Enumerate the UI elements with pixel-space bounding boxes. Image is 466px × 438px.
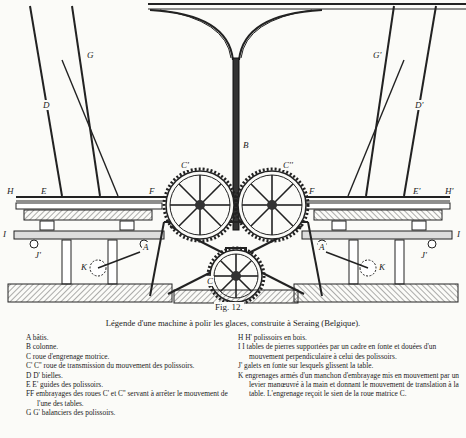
callout-letter: J': [34, 250, 42, 260]
right-assembly: [294, 6, 458, 302]
machine-part: [160, 10, 231, 58]
spoked-wheel: [236, 169, 308, 241]
callout-letter: G: [86, 50, 95, 60]
machine-part: [231, 271, 241, 281]
callout-letter: G': [372, 50, 382, 60]
callout-letter: C'': [282, 160, 294, 170]
callout-letter: H': [444, 186, 454, 196]
legend-entry: I I tables de pierres supportées par un …: [238, 342, 460, 361]
machine-part: [148, 3, 466, 5]
legend-entry: C roue d'engrenage motrice.: [26, 352, 232, 361]
legend-entry: G G' balanciers des polissoirs.: [26, 408, 232, 417]
machine-part: [241, 10, 312, 58]
callout-letter: K: [378, 262, 386, 272]
spoked-wheel: [164, 169, 236, 241]
machine-part: [239, 10, 322, 60]
ceiling-frame: [148, 4, 466, 60]
legend-entry: A bâtis.: [26, 333, 232, 342]
callout-letter: H: [6, 186, 15, 196]
legend-entry: B colonne.: [26, 342, 232, 351]
machine-part: [195, 200, 205, 210]
machine-part: [267, 200, 277, 210]
callout-letter: A: [318, 242, 326, 252]
machine-part: [150, 222, 164, 296]
machine-part: [236, 169, 308, 241]
callout-letter: A: [142, 242, 150, 252]
callout-letter: K: [80, 262, 88, 272]
legend-entry: H H' polissoirs en bois.: [238, 333, 460, 342]
machine-part: [242, 175, 302, 235]
legend-entry: D D' bielles.: [26, 371, 232, 380]
machine-part: [148, 9, 466, 10]
machine-part: [164, 169, 236, 241]
callout-letter: I: [456, 229, 461, 239]
legend-column: H H' polissoirs en bois.I I tables de pi…: [238, 333, 460, 399]
legend-entry: C' C'' roue de transmission du mouvement…: [26, 361, 232, 370]
legend-entry: E E' guides des polissoirs.: [26, 380, 232, 389]
machine-part: [170, 175, 230, 235]
machine-part: [150, 10, 233, 60]
legend-entry: K engrenages armés d'un manchon d'embray…: [238, 371, 460, 399]
callout-letter: E': [412, 186, 421, 196]
machine-part: [238, 171, 306, 239]
callout-letter: C': [180, 160, 190, 170]
legend-entry: J' galets en fonte sur lesquels glissent…: [238, 361, 460, 370]
caption: Légende d'une machine à polir les glaces…: [0, 318, 466, 328]
callout-letter: E: [40, 186, 48, 196]
callout-letter: B: [242, 140, 250, 150]
callout-letter: J': [420, 250, 428, 260]
callout-letter: D: [42, 100, 51, 110]
callout-letter: D': [414, 100, 424, 110]
callout-letter: I: [2, 229, 7, 239]
legend-entry: FF embrayages des roues C' et C'' servan…: [26, 389, 232, 408]
callout-letter: F: [148, 186, 156, 196]
callout-letter: C: [206, 276, 214, 286]
left-assembly: [8, 6, 172, 302]
gear-wheels: [164, 169, 308, 304]
callout-letter: F: [308, 186, 316, 196]
figure-number: Fig. 12.: [214, 302, 244, 312]
machine-part: [308, 222, 322, 296]
legend-column: A bâtis.B colonne.C roue d'engrenage mot…: [26, 333, 232, 418]
machine-part: [166, 171, 234, 239]
